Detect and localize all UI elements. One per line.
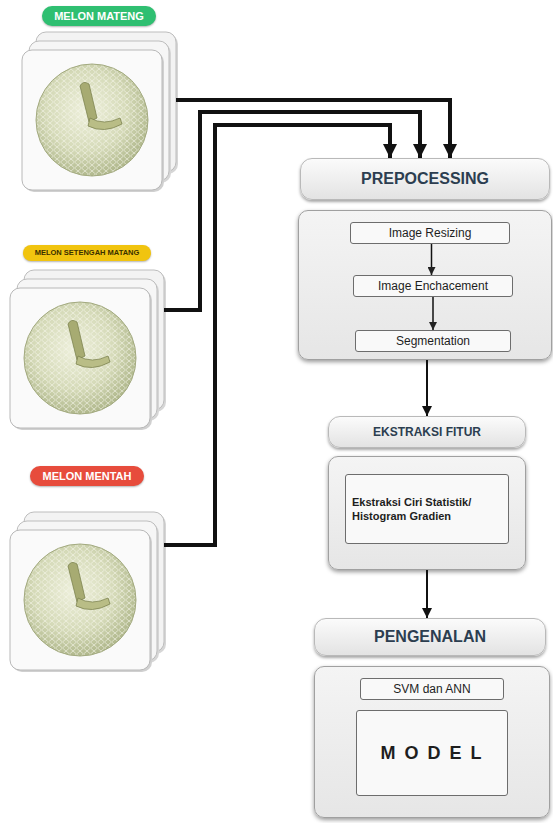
- box-label: SVM dan ANN: [393, 682, 470, 696]
- process-stage: PENGENALAN SVM dan ANN M O D E L: [314, 618, 550, 818]
- category-pill: MELON MATENG: [42, 6, 156, 26]
- card-stack: [22, 32, 178, 192]
- process-box: Image Resizing: [350, 222, 510, 244]
- box-label: Segmentation: [396, 334, 470, 348]
- flow-arrow: [431, 244, 433, 275]
- image-stack: MELON MATENG: [22, 6, 176, 190]
- flow-arrow: [176, 100, 450, 158]
- stage-header: EKSTRAKSI FITUR: [328, 416, 526, 448]
- process-box: Ekstraksi Ciri Statistik/ Histogram Grad…: [345, 474, 509, 544]
- box-label: Ekstraksi Ciri Statistik/ Histogram Grad…: [352, 495, 502, 524]
- stage-header: PREPOCESSING: [300, 158, 550, 200]
- pill-row: MELON MATENG: [22, 6, 176, 26]
- process-box: M O D E L: [356, 710, 508, 796]
- flow-arrow: [426, 570, 428, 618]
- process-box: Segmentation: [355, 330, 511, 352]
- stage-title: EKSTRAKSI FITUR: [373, 425, 481, 439]
- pill-row: MELON SETENGAH MATANG: [10, 241, 164, 261]
- stage-title: PENGENALAN: [374, 628, 486, 646]
- image-stack: MELON MENTAH: [10, 466, 164, 670]
- process-stage: PREPOCESSING Image ResizingImage Enchacem…: [298, 158, 552, 360]
- stage-header: PENGENALAN: [314, 618, 546, 656]
- stage-title: PREPOCESSING: [361, 170, 489, 188]
- flow-arrow: [426, 360, 428, 416]
- card-stack: [10, 270, 166, 430]
- process-box: SVM dan ANN: [360, 678, 504, 700]
- box-label: Image Resizing: [389, 226, 472, 240]
- card-stack: [10, 512, 166, 672]
- category-pill: MELON SETENGAH MATANG: [23, 245, 152, 261]
- process-stage: EKSTRAKSI FITUR Ekstraksi Ciri Statistik/…: [328, 416, 526, 570]
- image-stack: MELON SETENGAH MATANG: [10, 241, 164, 430]
- box-label: Image Enchacement: [378, 279, 488, 293]
- pill-row: MELON MENTAH: [10, 466, 164, 486]
- process-box: Image Enchacement: [353, 275, 513, 297]
- box-label: M O D E L: [381, 743, 484, 764]
- flow-arrow: [432, 297, 434, 330]
- category-pill: MELON MENTAH: [30, 466, 143, 486]
